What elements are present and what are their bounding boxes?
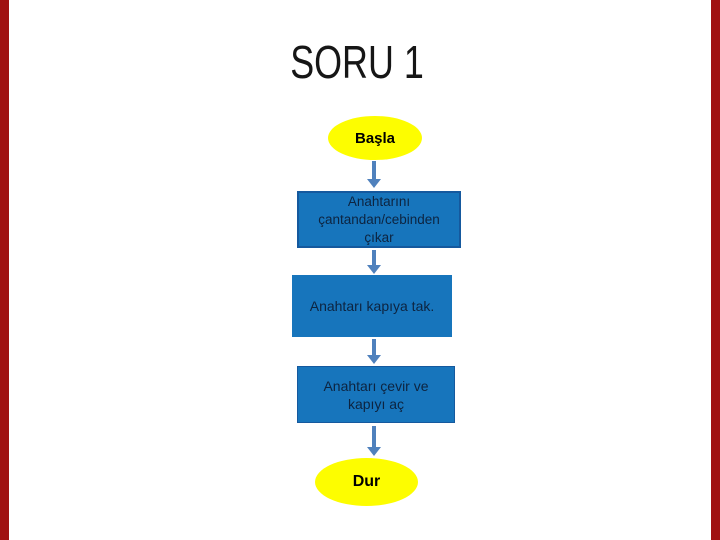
flowchart-end-node: Dur [315,458,418,506]
slide-title: SORU 1 [290,36,424,88]
process-1-line-1: Anahtarını [347,193,411,209]
down-arrow-icon [367,339,381,364]
right-edge-bar [711,0,720,540]
flowchart-process-node-2: Anahtarı kapıya tak. [292,275,452,337]
process-2-line-1: Anahtarı kapıya tak. [309,298,435,314]
flowchart-start-node: Başla [328,116,422,160]
flowchart-process-node-3: Anahtarı çevir ve kapıyı aç [297,366,455,423]
arrow-shaft [372,250,376,265]
arrow-head [367,179,381,188]
arrow-head [367,265,381,274]
process-3-line-1: Anahtarı çevir ve [323,377,429,394]
start-node-label: Başla [354,129,396,147]
process-3-line-2: kapıyı aç [347,395,405,412]
arrow-shaft [372,161,376,179]
down-arrow-icon [367,250,381,274]
arrow-shaft [372,426,376,447]
process-1-line-2: çantandan/cebinden [318,211,440,227]
arrow-head [367,447,381,456]
process-1-line-3: çıkar [364,229,394,245]
arrow-shaft [372,339,376,355]
down-arrow-icon [367,426,381,456]
down-arrow-icon [367,161,381,188]
end-node-label: Dur [352,473,381,490]
flowchart-process-node-1: Anahtarını çantandan/cebinden çıkar [297,191,461,248]
left-edge-bar [0,0,9,540]
arrow-head [367,355,381,364]
